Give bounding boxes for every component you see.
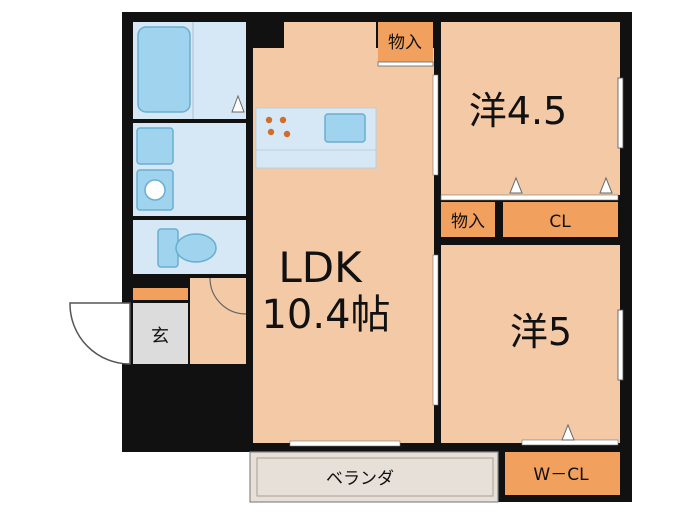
western-room-5 bbox=[441, 245, 620, 443]
walk-in-closet bbox=[505, 452, 620, 495]
entrance-label: 玄 bbox=[151, 326, 169, 347]
ldk-top-notch bbox=[284, 22, 376, 50]
bathroom-door-marker bbox=[231, 94, 245, 113]
sink-icon bbox=[136, 127, 174, 165]
storage-top bbox=[378, 22, 433, 62]
entrance-door-swing bbox=[69, 302, 131, 365]
stove-burner-icon bbox=[267, 128, 275, 136]
shoe-storage bbox=[133, 288, 188, 300]
closet-door-strip bbox=[440, 194, 619, 201]
toilet-tank-icon bbox=[157, 228, 179, 268]
window bbox=[617, 309, 624, 381]
veranda-label: ベランダ bbox=[326, 469, 394, 489]
bathtub-icon bbox=[137, 26, 191, 113]
western-room-4-5-label: 洋4.5 bbox=[469, 89, 567, 133]
door-marker bbox=[599, 176, 613, 194]
closet bbox=[503, 202, 618, 237]
storage-mid-label: 物入 bbox=[451, 212, 485, 232]
toilet-bowl-icon bbox=[175, 233, 217, 263]
stove-burner-icon bbox=[283, 130, 291, 138]
hall-door-swing bbox=[209, 277, 247, 315]
sliding-door bbox=[432, 254, 439, 406]
stove-burner-icon bbox=[265, 116, 273, 124]
ldk-veranda-window bbox=[289, 440, 401, 447]
veranda bbox=[256, 457, 494, 497]
hallway bbox=[190, 278, 246, 364]
walk-in-closet-label: W－CL bbox=[533, 465, 589, 485]
western-room-4-5 bbox=[441, 22, 620, 195]
entrance-floor bbox=[133, 303, 188, 364]
washing-drum-icon bbox=[144, 179, 166, 201]
door-marker bbox=[509, 176, 523, 194]
storage-top-label: 物入 bbox=[388, 33, 422, 53]
closet-label: CL bbox=[549, 212, 571, 232]
storage-top-door bbox=[377, 61, 434, 67]
wcl-door-strip bbox=[521, 439, 619, 446]
door-marker bbox=[561, 423, 575, 441]
ldk-size: 10.4帖 bbox=[261, 292, 390, 338]
stove-burner-icon bbox=[279, 116, 287, 124]
window bbox=[617, 77, 624, 149]
sliding-door bbox=[432, 74, 439, 176]
storage-mid bbox=[441, 202, 495, 237]
western-room-5-label: 洋5 bbox=[510, 310, 572, 354]
kitchen-bar bbox=[255, 149, 377, 169]
kitchen-sink-icon bbox=[324, 113, 366, 143]
ldk-name: LDK bbox=[278, 243, 363, 292]
